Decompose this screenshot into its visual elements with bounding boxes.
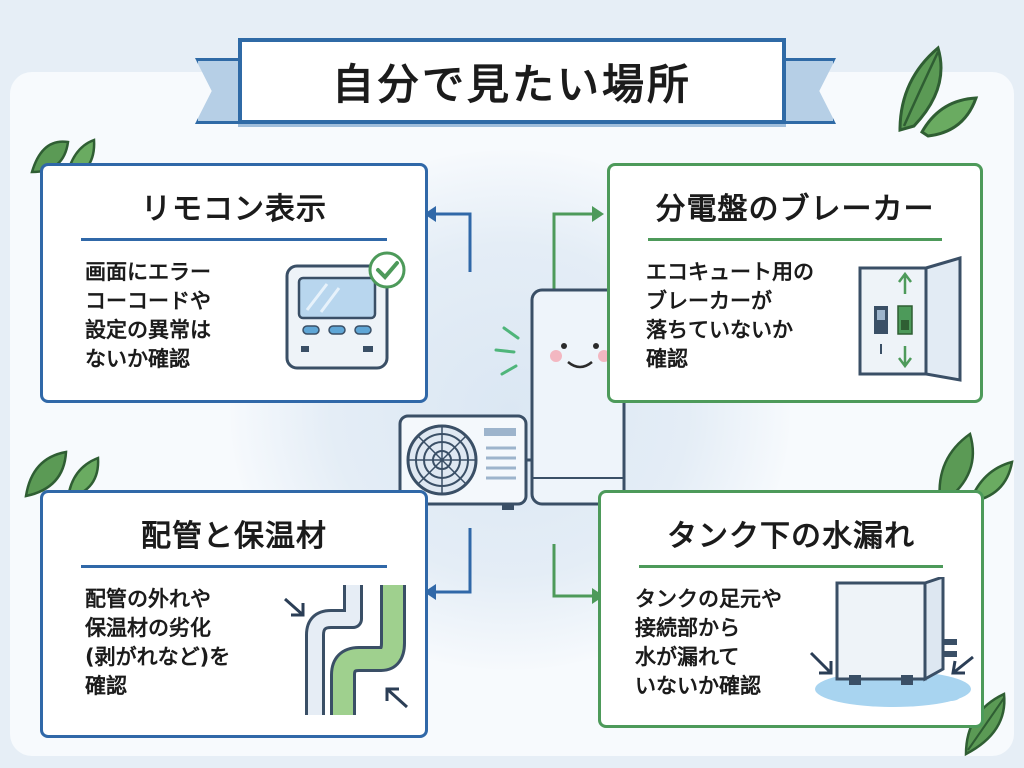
description-line: ブレーカーが: [646, 289, 772, 313]
storage-tank-icon: [494, 288, 626, 506]
card-description: エコキュート用の ブレーカーが 落ちていないか 確認: [646, 258, 814, 374]
check-icon: [368, 251, 406, 289]
card-title: リモコン表示: [141, 192, 327, 227]
pipe-insulation-icon: [284, 585, 409, 715]
heat-pump-illustration: [398, 288, 626, 510]
card-title: 配管と保温材: [141, 519, 327, 554]
card-divider: [639, 565, 943, 568]
description-line: コーコードや: [85, 289, 211, 313]
arrow-to-piping: [424, 528, 472, 600]
description-line: エコキュート用の: [646, 260, 814, 284]
title-banner: 自分で見たい場所: [238, 38, 786, 124]
card-title: タンク下の水漏れ: [667, 519, 915, 554]
description-line: 確認: [646, 347, 688, 371]
leaf-icon: [964, 692, 1006, 757]
card-title: 分電盤のブレーカー: [655, 192, 935, 227]
tank-leak-icon: [809, 577, 974, 707]
description-line: いないか確認: [635, 674, 761, 698]
card-divider: [648, 238, 942, 241]
description-line: 画面にエラー: [85, 260, 211, 284]
description-line: 水が漏れて: [635, 645, 740, 669]
breaker-panel-icon: [858, 255, 962, 382]
description-line: 配管の外れや: [85, 587, 211, 611]
arrow-to-breaker: [552, 206, 604, 292]
card-breaker: 分電盤のブレーカー エコキュート用の ブレーカーが 落ちていないか 確認: [607, 163, 983, 403]
description-line: 設定の異常は: [85, 318, 211, 342]
card-piping-insulation: 配管と保温材 配管の外れや 保温材の劣化 (剥がれなど)を 確認: [40, 490, 428, 738]
card-tank-leak: タンク下の水漏れ タンクの足元や 接続部から 水が漏れて いないか確認: [598, 490, 984, 728]
description-line: 保温材の劣化: [85, 616, 211, 640]
description-line: (剥がれなど)を: [85, 645, 231, 669]
description-line: タンクの足元や: [635, 587, 782, 611]
leaf-icon: [24, 450, 100, 500]
description-line: ないか確認: [85, 347, 190, 371]
description-line: 確認: [85, 674, 127, 698]
outdoor-unit-icon: [398, 414, 534, 510]
card-divider: [81, 238, 387, 241]
page-title: 自分で見たい場所: [331, 59, 692, 109]
card-remote-display: リモコン表示 画面にエラー コーコードや 設定の異常は ないか確認: [40, 163, 428, 403]
card-description: 配管の外れや 保温材の劣化 (剥がれなど)を 確認: [85, 585, 230, 701]
card-description: タンクの足元や 接続部から 水が漏れて いないか確認: [635, 585, 782, 701]
description-line: 接続部から: [635, 616, 740, 640]
description-line: 落ちていないか: [646, 318, 793, 342]
card-divider: [81, 565, 387, 568]
arrow-to-remote: [424, 206, 472, 272]
leaf-icon: [898, 45, 979, 138]
card-description: 画面にエラー コーコードや 設定の異常は ないか確認: [85, 258, 211, 374]
remote-control-icon: [285, 251, 406, 370]
